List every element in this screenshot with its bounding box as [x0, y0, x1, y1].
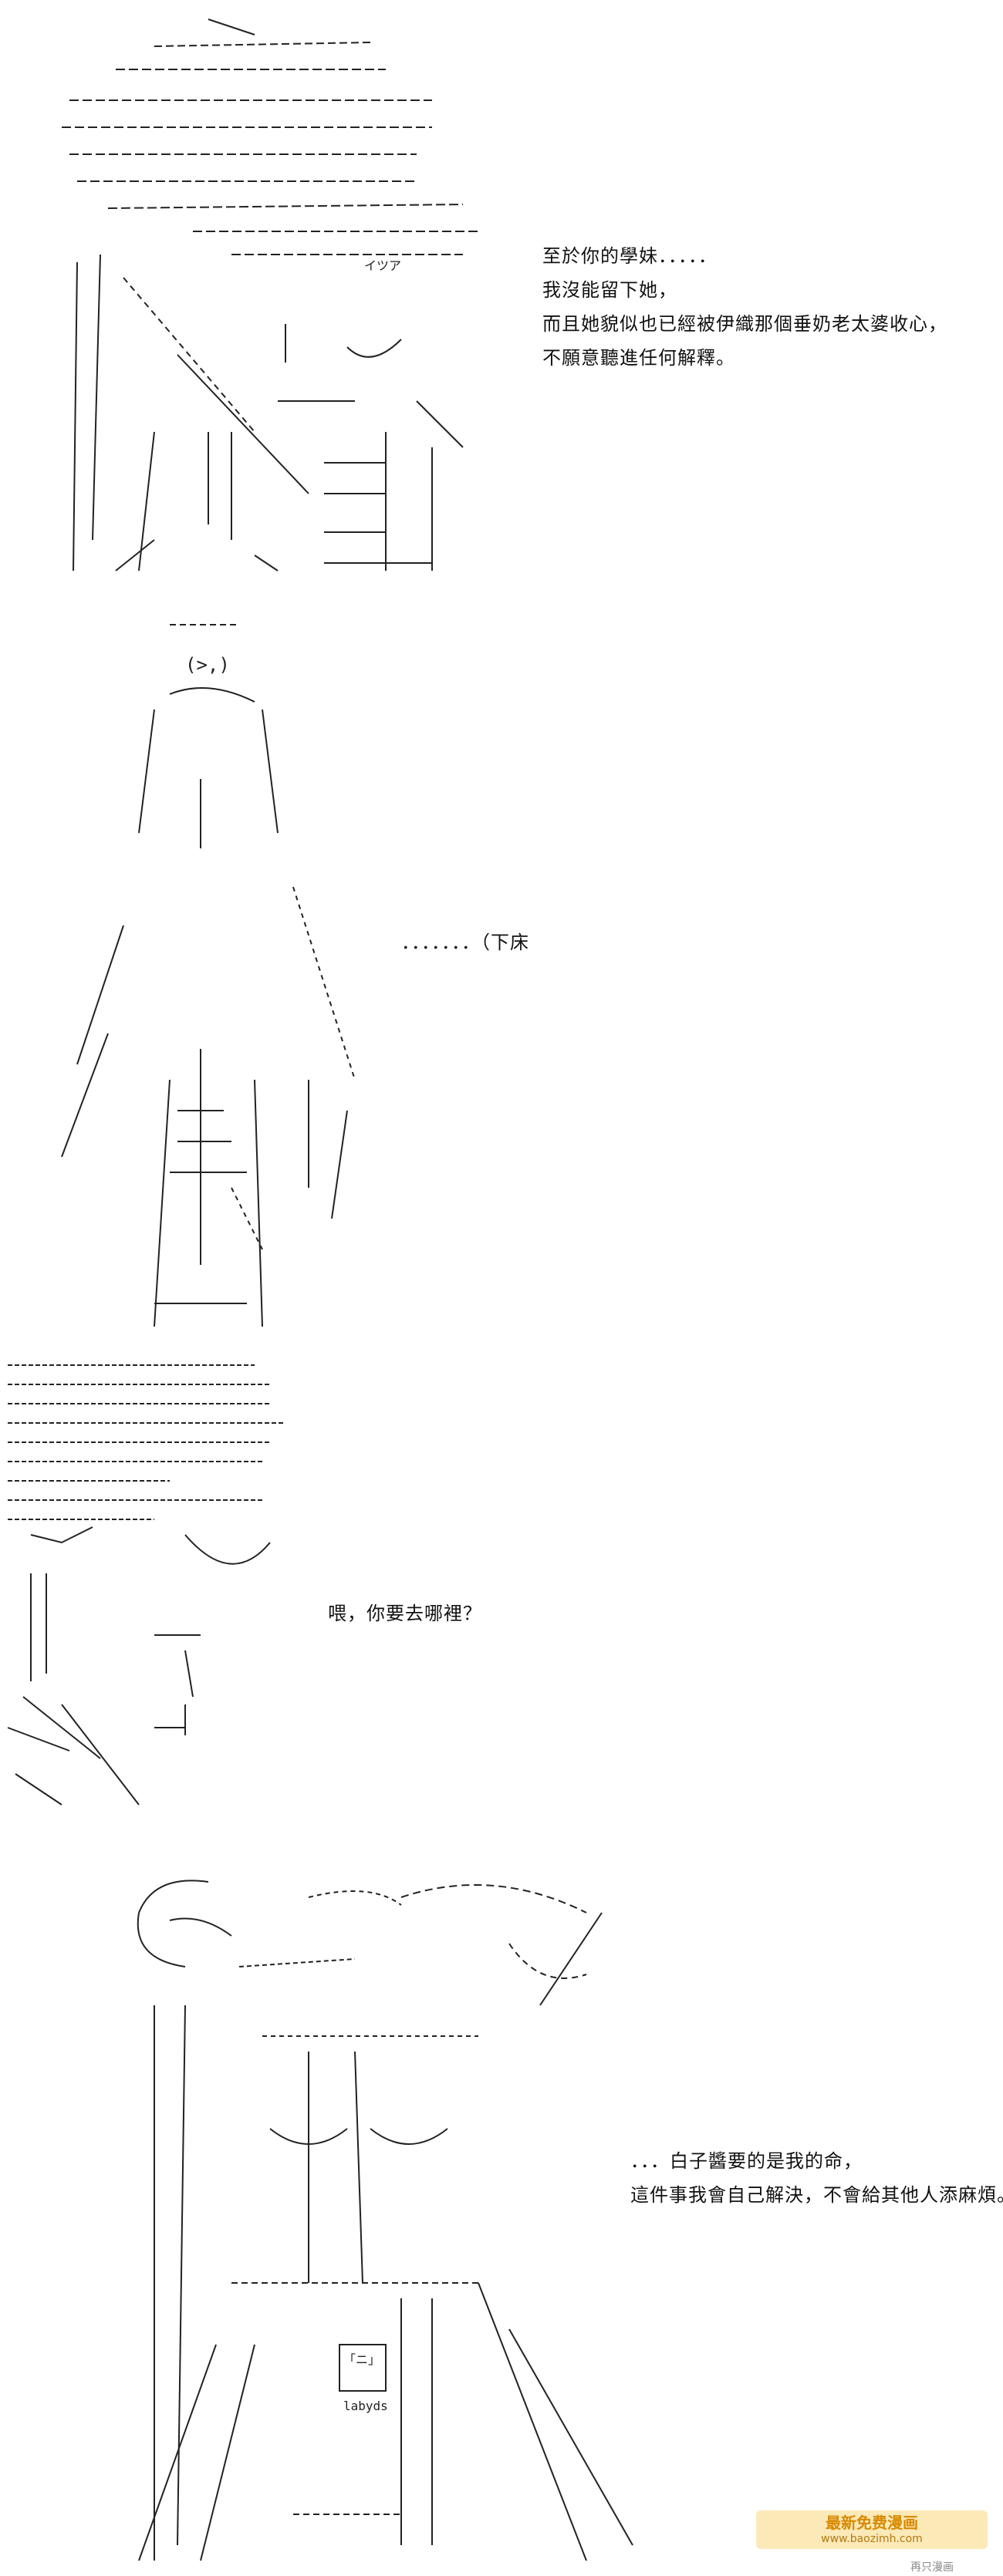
dialogue-line: ．．．白子醬要的是我的命，	[630, 2150, 863, 2172]
watermark-title: 最新免费漫画	[826, 2514, 918, 2532]
ascii-art-standing-figure: (>,)	[61, 624, 356, 1327]
dialogue-line: ．．．．．．．（下床	[401, 932, 529, 953]
dialogue-box-2: ．．．．．．．（下床	[401, 926, 529, 959]
dialogue-line: 喂，你要去哪裡？	[328, 1603, 482, 1624]
panel-1: イツア 至於你的學妹．．．．． 我沒能留下她， 而且她貌似也已經被伊織那個垂奶老…	[0, 0, 1003, 602]
svg-text:(>,): (>,)	[185, 654, 230, 676]
panel-3: 喂，你要去哪裡？	[0, 1342, 1003, 1851]
dialogue-box-4: ．．．白子醬要的是我的命， 這件事我會自己解決，不會給其他人添麻煩。	[630, 2144, 1003, 2212]
dialogue-line: 我沒能留下她，	[542, 279, 677, 301]
badge-top-text: 「ニ」	[343, 2352, 380, 2367]
badge-bottom-text: labyds	[343, 2399, 388, 2413]
dialogue-line: 不願意聽進任何解釋。	[542, 347, 735, 369]
ascii-art-closeup-face	[7, 1364, 285, 1806]
watermark-badge: 最新免费漫画 www.baozimh.com	[756, 2510, 988, 2549]
ascii-art-character-hat: イツア	[62, 19, 478, 572]
ascii-art-character-witch-hat: 「ニ」 labyds	[137, 1880, 633, 2561]
dialogue-line: 這件事我會自己解決，不會給其他人添麻煩。	[630, 2184, 1003, 2206]
dialogue-box-1: 至於你的學妹．．．．． 我沒能留下她， 而且她貌似也已經被伊織那個垂奶老太婆收心…	[542, 239, 947, 375]
panel-2: (>,) ．．．．．．．（下床	[0, 602, 1003, 1342]
panel-4: 「ニ」 labyds ．．．白子醬要的是我的命， 這件事我會自己解決，不會給其他…	[0, 1851, 1003, 2576]
dialogue-box-3: 喂，你要去哪裡？	[328, 1597, 482, 1630]
dialogue-line: 而且她貌似也已經被伊織那個垂奶老太婆收心，	[542, 313, 947, 335]
watermark-url: www.baozimh.com	[821, 2533, 923, 2545]
dialogue-line: 至於你的學妹．．．．．	[542, 245, 718, 267]
footer-mark: 再只漫画	[910, 2561, 954, 2574]
hat-small-text: イツア	[364, 258, 401, 273]
